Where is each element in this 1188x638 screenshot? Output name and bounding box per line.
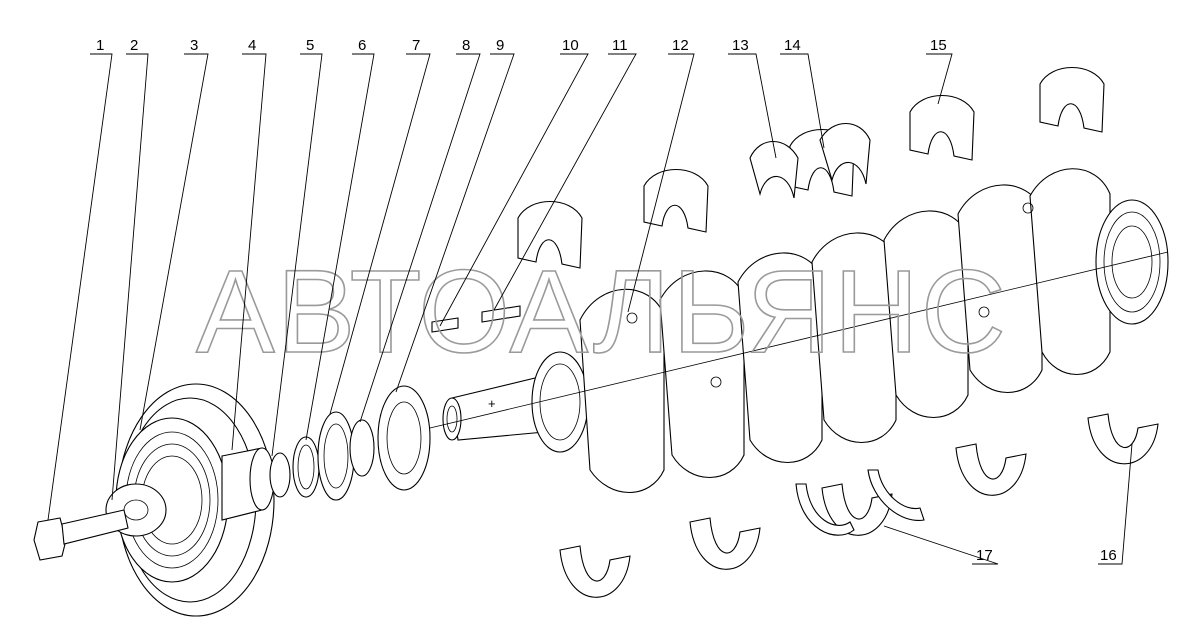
- callout-15: 15: [930, 37, 947, 54]
- callout-16: 16: [1100, 547, 1117, 564]
- leader-lines: [47, 53, 1133, 565]
- woodruff-keys: [431, 305, 521, 333]
- pulley-bolt: [33, 509, 129, 561]
- callout-7: 7: [412, 37, 420, 54]
- callout-17: 17: [976, 547, 993, 564]
- front-gear-stack: [269, 385, 431, 501]
- lower-bearing-shells: [559, 413, 1159, 598]
- callout-6: 6: [358, 37, 366, 54]
- watermark: АВТОАЛЬЯНС: [196, 246, 1008, 378]
- callout-9: 9: [496, 37, 504, 54]
- lower-thrust-washers: [795, 469, 925, 536]
- pulley-assembly: [105, 383, 275, 617]
- callout-4: 4: [248, 37, 256, 54]
- callout-10: 10: [562, 37, 579, 54]
- callout-8: 8: [462, 37, 470, 54]
- upper-thrust-washers: [749, 123, 871, 199]
- callout-labels: 1 2 3 4 5 6 7 8 9 10 11 12 13 14 15 16 1…: [96, 37, 1117, 564]
- callout-14: 14: [784, 37, 801, 54]
- callout-1: 1: [96, 37, 104, 54]
- callout-5: 5: [306, 37, 314, 54]
- callout-2: 2: [130, 37, 138, 54]
- counterweights: [579, 168, 1111, 493]
- svg-text:+: +: [488, 396, 496, 411]
- callout-11: 11: [612, 37, 628, 54]
- callout-3: 3: [190, 37, 198, 54]
- callout-13: 13: [732, 37, 749, 54]
- crankshaft: +: [429, 168, 1169, 493]
- callout-12: 12: [672, 37, 689, 54]
